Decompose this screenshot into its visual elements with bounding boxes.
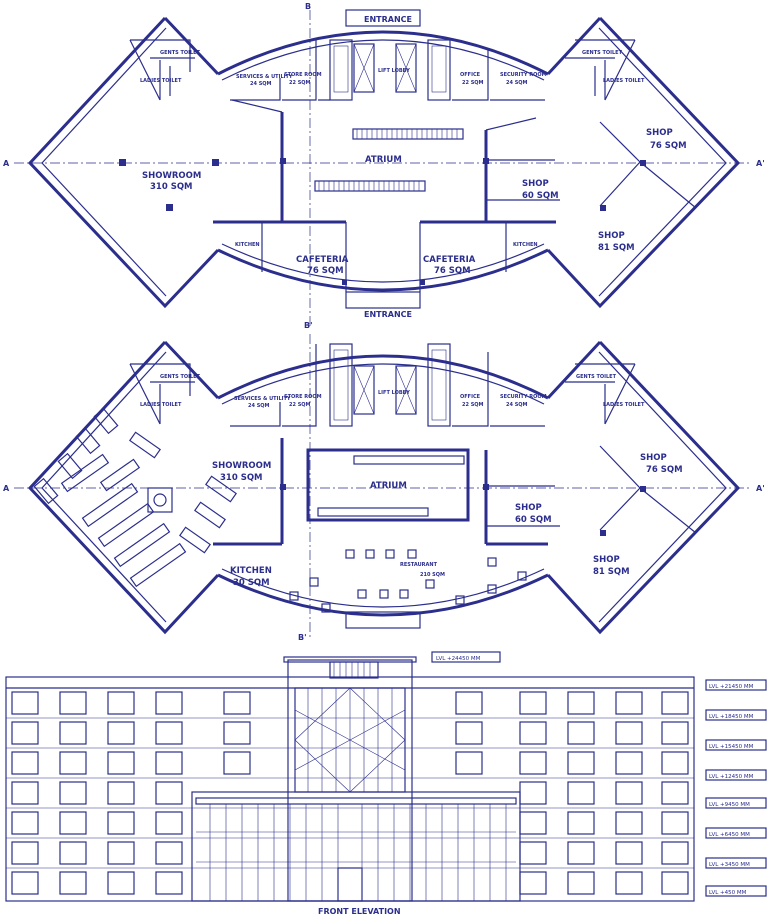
- kitchen-right-label: KITCHEN: [513, 242, 538, 248]
- store-room-area: 22 SQM: [289, 80, 311, 86]
- front-elevation: LVL +24450 MM LVL +21450 MM LVL +18450 M…: [5, 651, 767, 916]
- shop3-area-2: 81 SQM: [593, 567, 630, 577]
- store-room-area-2: 22 SQM: [289, 402, 311, 408]
- showroom-display-fixtures: [33, 407, 237, 588]
- lift-lobby-label-2: LIFT LOBBY: [378, 390, 410, 396]
- ladies-toilet-right-2: LADIES TOILET: [603, 402, 645, 408]
- ground-floor-plan: B A A' ENTRANCE ENTRANCE ATRIUM: [3, 2, 765, 328]
- level-tag-9450: LVL +9450 MM: [709, 802, 750, 808]
- shop1-label-2: SHOP: [640, 453, 667, 463]
- shop3-label-2: SHOP: [593, 555, 620, 565]
- services-label: SERVICES & UTILITY: [236, 74, 293, 80]
- shop2-label-2: SHOP: [515, 503, 542, 513]
- level-tag-24450: LVL +24450 MM: [436, 656, 481, 662]
- shop1-area: 76 SQM: [650, 141, 687, 151]
- services-area: 24 SQM: [250, 81, 272, 87]
- section-mark-b-prime-bottom: B': [298, 633, 307, 642]
- kitchen-left-label: KITCHEN: [235, 242, 260, 248]
- gents-toilet-right: GENTS TOILET: [582, 50, 623, 56]
- gents-toilet-left-2: GENTS TOILET: [160, 374, 201, 380]
- restaurant-tables: [289, 549, 527, 613]
- atrium-label-2: ATRIUM: [370, 481, 407, 491]
- cafeteria-right-area: 76 SQM: [434, 266, 471, 276]
- level-tag-15450: LVL +15450 MM: [709, 744, 754, 750]
- shop3-label: SHOP: [598, 231, 625, 241]
- section-mark-b-top: B: [305, 2, 311, 11]
- cafeteria-left-area: 76 SQM: [307, 266, 344, 276]
- section-mark-b-prime-top: B': [304, 321, 313, 330]
- shop3-area: 81 SQM: [598, 243, 635, 253]
- level-tag-12450: LVL +12450 MM: [709, 774, 754, 780]
- store-room-label-2: STORE ROOM: [284, 394, 322, 400]
- entrance-bottom-label: ENTRANCE: [364, 310, 412, 319]
- ladies-toilet-left: LADIES TOILET: [140, 78, 182, 84]
- services-label-2: SERVICES & UTILITY: [234, 396, 291, 402]
- services-area-2: 24 SQM: [248, 403, 270, 409]
- store-room-label: STORE ROOM: [284, 72, 322, 78]
- office-area-2: 22 SQM: [462, 402, 484, 408]
- shop1-area-2: 76 SQM: [646, 465, 683, 475]
- showroom-label: SHOWROOM: [142, 171, 201, 181]
- level-tag-450: LVL +450 MM: [709, 890, 747, 896]
- security-area: 24 SQM: [506, 80, 528, 86]
- front-elevation-title: FRONT ELEVATION: [318, 907, 401, 916]
- office-area: 22 SQM: [462, 80, 484, 86]
- kitchen-label-2: KITCHEN: [230, 566, 272, 576]
- lift-lobby-label: LIFT LOBBY: [378, 68, 410, 74]
- section-mark-a-left-2: A: [3, 484, 10, 493]
- elevation-windows: [11, 691, 689, 895]
- first-floor-plan: B' B' A A': [3, 321, 765, 642]
- atrium-label: ATRIUM: [365, 155, 402, 165]
- shop2-area-2: 60 SQM: [515, 515, 552, 525]
- ladies-toilet-right: LADIES TOILET: [603, 78, 645, 84]
- security-area-2: 24 SQM: [506, 402, 528, 408]
- showroom-label-2: SHOWROOM: [212, 461, 271, 471]
- section-mark-a-right-2: A': [756, 484, 765, 493]
- showroom-area: 310 SQM: [150, 182, 193, 192]
- cafeteria-left-label: CAFETERIA: [296, 255, 349, 265]
- security-label-2: SECURITY ROOM: [500, 394, 547, 400]
- showroom-area-2: 310 SQM: [220, 473, 263, 483]
- level-tag-18450: LVL +18450 MM: [709, 714, 754, 720]
- entrance-top-label: ENTRANCE: [364, 15, 412, 24]
- kitchen-area-2: 30 SQM: [233, 578, 270, 588]
- shop1-label: SHOP: [646, 128, 673, 138]
- level-tag-3450: LVL +3450 MM: [709, 862, 750, 868]
- gents-toilet-right-2: GENTS TOILET: [576, 374, 617, 380]
- level-tags: LVL +24450 MM LVL +21450 MM LVL +18450 M…: [431, 651, 767, 897]
- gents-toilet-left: GENTS TOILET: [160, 50, 201, 56]
- shop2-label: SHOP: [522, 179, 549, 189]
- level-tag-21450: LVL +21450 MM: [709, 684, 754, 690]
- restaurant-label: RESTAURANT: [400, 562, 438, 568]
- section-mark-a-left: A: [3, 159, 10, 168]
- office-label: OFFICE: [460, 72, 481, 78]
- office-label-2: OFFICE: [460, 394, 481, 400]
- restaurant-area: 210 SQM: [420, 572, 445, 578]
- ladies-toilet-left-2: LADIES TOILET: [140, 402, 182, 408]
- shop2-area: 60 SQM: [522, 191, 559, 201]
- cafeteria-right-label: CAFETERIA: [423, 255, 476, 265]
- level-tag-6450: LVL +6450 MM: [709, 832, 750, 838]
- security-label: SECURITY ROOM: [500, 72, 547, 78]
- section-mark-a-right: A': [756, 159, 765, 168]
